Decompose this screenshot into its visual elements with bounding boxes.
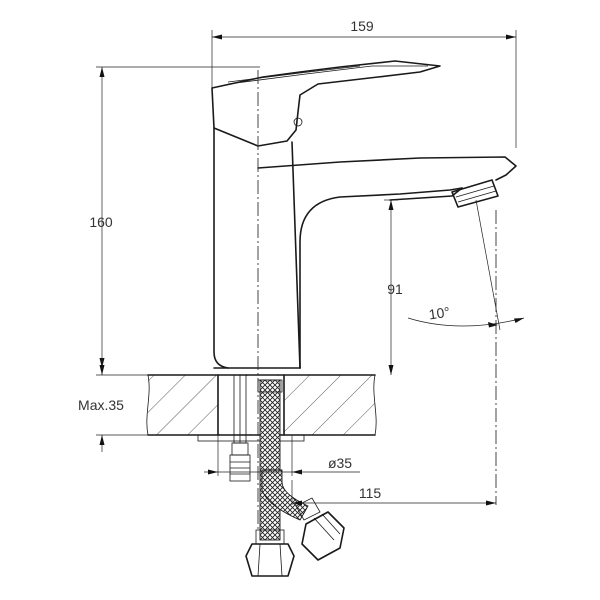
dimension-spout-height: 91 xyxy=(384,199,403,375)
dimension-spout-reach: 115 xyxy=(291,480,496,506)
height-label: 160 xyxy=(89,214,113,230)
spout-height-label: 91 xyxy=(387,281,403,297)
supply-hose-bent xyxy=(261,469,345,561)
length-label: 159 xyxy=(350,18,374,34)
angle-label: 10° xyxy=(428,304,451,323)
deck-thickness-label: Max.35 xyxy=(78,397,124,413)
hole-diameter-label: ø35 xyxy=(328,455,352,471)
spout-reach-label: 115 xyxy=(359,485,382,501)
faucet-body xyxy=(211,60,517,369)
dimension-overall-length: 159 xyxy=(211,18,517,148)
dimension-aerator-angle: 10° xyxy=(407,199,525,505)
dimension-overall-height: 160 xyxy=(89,66,260,368)
dimension-deck-thickness: Max.35 xyxy=(78,358,148,452)
mounting-stud xyxy=(229,374,251,482)
dimension-hole-diameter: ø35 xyxy=(204,435,360,476)
